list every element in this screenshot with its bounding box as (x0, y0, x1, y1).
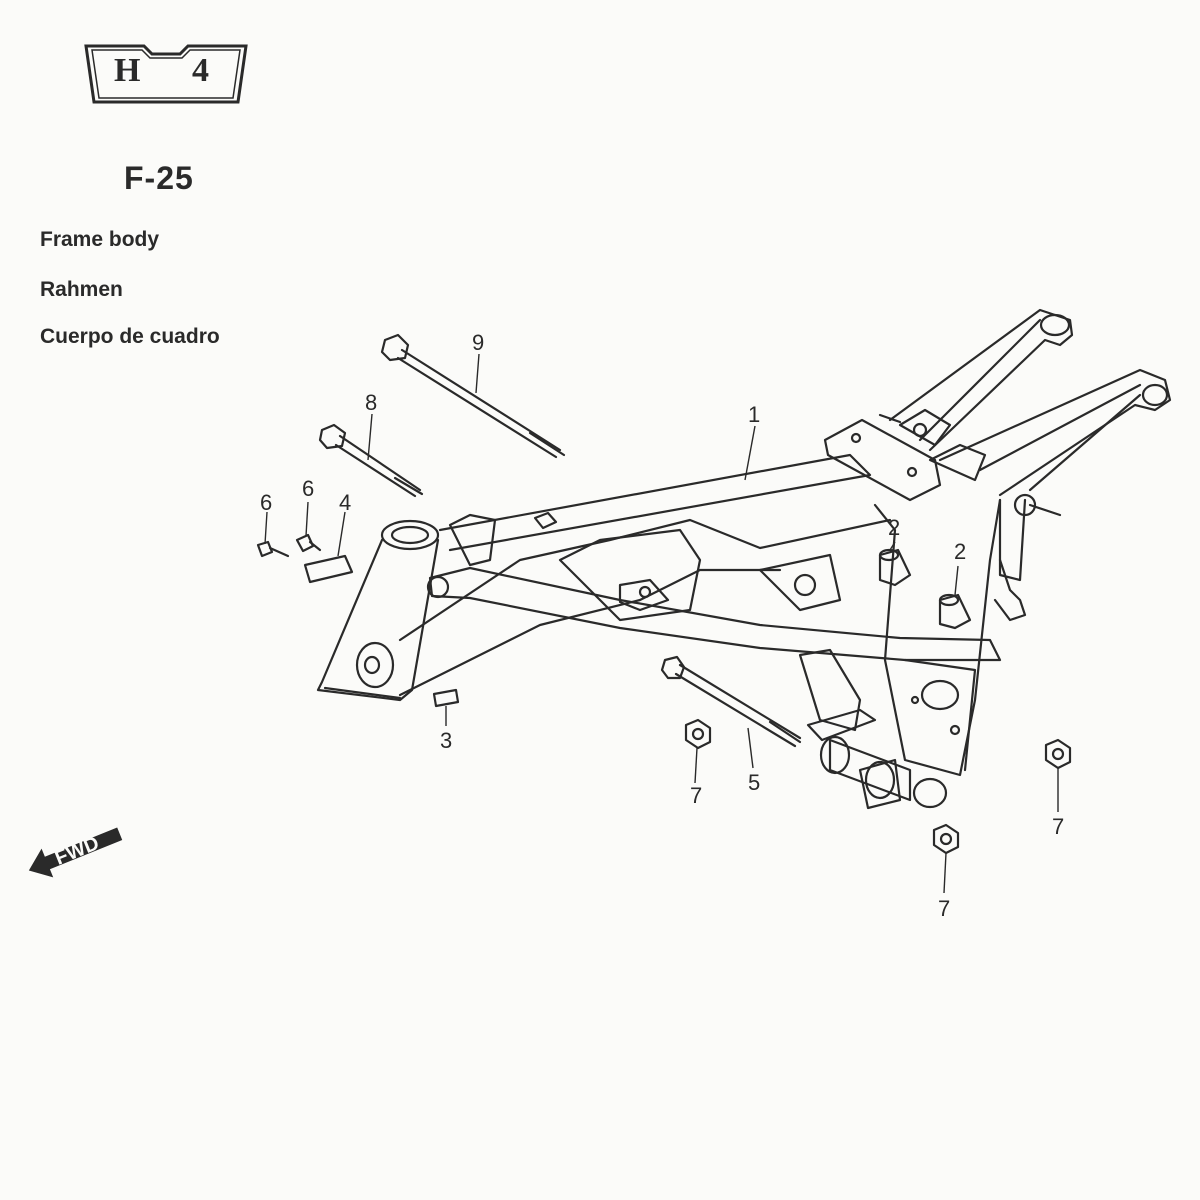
callout-6a: 6 (260, 490, 272, 515)
callout-7b: 7 (1052, 814, 1064, 839)
badge-letter: H (114, 52, 141, 89)
rear-subframe (878, 308, 1172, 582)
callout-2a: 2 (888, 515, 900, 540)
screw-6a (256, 540, 290, 558)
callout-9: 9 (472, 330, 484, 355)
top-tube (438, 418, 942, 567)
badge-outline (84, 44, 248, 104)
cradle-tube (426, 566, 1002, 662)
callout-7c: 7 (938, 896, 950, 921)
caption-spanish: Cuerpo de cuadro (40, 325, 220, 348)
leader-lines (264, 353, 1059, 894)
callout-1: 1 (748, 402, 760, 427)
bolt-9 (380, 333, 566, 459)
fwd-arrow-icon: FWD (28, 827, 123, 878)
plate-4 (303, 554, 354, 584)
collar-parts (878, 548, 972, 630)
screw-6b (295, 533, 322, 553)
section-badge: H 4 (80, 40, 252, 110)
head-tube (316, 519, 440, 702)
pivot-tube (806, 708, 948, 810)
callout-5: 5 (748, 770, 760, 795)
figure-code: F-25 (124, 160, 194, 196)
nut-7c (932, 823, 960, 855)
callout-6b: 6 (302, 476, 314, 501)
callout-4: 4 (339, 490, 351, 515)
bolt-8 (318, 423, 424, 498)
callout-3: 3 (440, 728, 452, 753)
caption-german: Rahmen (40, 278, 123, 301)
nut-7a (684, 718, 712, 750)
badge-number: 4 (192, 52, 209, 89)
label-3 (432, 688, 460, 708)
callout-8: 8 (365, 390, 377, 415)
caption-english: Frame body (40, 228, 160, 251)
callout-7a: 7 (690, 783, 702, 808)
callout-labels: 1 2 2 3 4 5 6 6 7 7 7 7 8 9 (260, 330, 1064, 921)
fwd-label: FWD (52, 832, 102, 869)
nut-7b (1044, 738, 1072, 770)
callout-2b: 2 (954, 539, 966, 564)
bolt-5 (660, 655, 802, 748)
